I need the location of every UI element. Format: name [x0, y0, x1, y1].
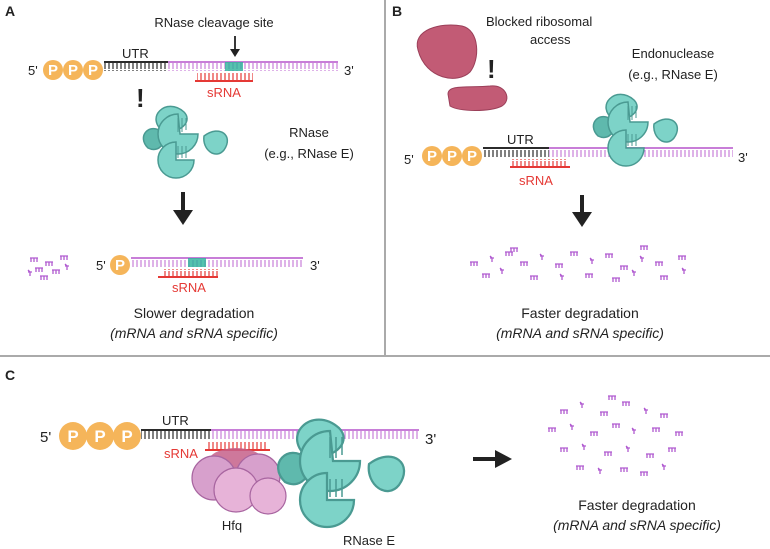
utr-label: UTR	[122, 46, 149, 61]
phosphate-p: P	[427, 148, 437, 165]
alert-icon: !	[136, 83, 145, 113]
triphosphate-cap: P P P	[43, 60, 103, 80]
rnase-label: RNase	[289, 125, 329, 140]
down-arrow-icon	[572, 195, 592, 227]
mrna-strand	[131, 257, 303, 267]
three-prime-label: 3'	[738, 150, 748, 165]
panel-a: A RNase cleavage site 5' P P P UTR 3'	[5, 3, 354, 341]
panel-b: B Blocked ribosomal access ! Endonucleas…	[392, 3, 748, 341]
mrna-fragments	[27, 255, 70, 281]
srna-strand	[195, 73, 253, 82]
hfq-label: Hfq	[222, 518, 242, 533]
phosphate-p: P	[94, 427, 105, 446]
panel-b-letter: B	[392, 3, 402, 19]
phosphate-p: P	[115, 257, 125, 274]
phosphate-p: P	[48, 62, 58, 79]
cleavage-site-label: RNase cleavage site	[154, 15, 273, 30]
mrna-strand	[141, 429, 419, 440]
five-prime-label: 5'	[404, 152, 414, 167]
blocked-label: Blocked ribosomal	[486, 14, 592, 29]
phosphate-p: P	[447, 148, 457, 165]
srna-label: sRNA	[172, 280, 206, 295]
three-prime-label: 3'	[310, 258, 320, 273]
hfq-icon	[191, 448, 287, 515]
phosphate-p: P	[67, 427, 78, 446]
right-arrow-icon	[473, 450, 512, 468]
ribosome-icon	[416, 24, 508, 111]
five-prime-label: 5'	[40, 429, 51, 446]
outcome-specificity: (mRNA and sRNA specific)	[110, 325, 278, 341]
alert-icon: !	[487, 54, 496, 84]
rnase-e-label: RNase E	[343, 533, 395, 548]
three-prime-label: 3'	[344, 63, 354, 78]
outcome-specificity: (mRNA and sRNA specific)	[553, 517, 721, 533]
monophosphate	[110, 255, 130, 275]
srna-label: sRNA	[207, 85, 241, 100]
endonuclease-example-label: (e.g., RNase E)	[628, 67, 718, 82]
triphosphate-cap: P P P	[59, 422, 141, 450]
down-arrow-icon	[230, 36, 240, 57]
cleavage-site-mark	[225, 62, 243, 71]
utr-label: UTR	[162, 413, 189, 428]
phosphate-p: P	[467, 148, 477, 165]
blocked-label-line2: access	[530, 32, 571, 47]
outcome-label: Faster degradation	[578, 497, 696, 513]
phosphate-p: P	[88, 62, 98, 79]
mrna-fragments	[547, 395, 684, 477]
down-arrow-icon	[173, 192, 193, 225]
outcome-label: Slower degradation	[134, 305, 255, 321]
panel-c-letter: C	[5, 367, 15, 383]
endonuclease-label: Endonuclease	[632, 46, 714, 61]
five-prime-label: 5'	[28, 63, 38, 78]
mrna-strand	[104, 61, 338, 71]
mrna-fragments	[469, 245, 687, 283]
phosphate-p: P	[68, 62, 78, 79]
srna-label: sRNA	[164, 446, 198, 461]
triphosphate-cap: P P P	[422, 146, 482, 166]
rnase-example-label: (e.g., RNase E)	[264, 146, 354, 161]
utr-label: UTR	[507, 132, 534, 147]
rnase-e-icon	[142, 105, 229, 179]
outcome-specificity: (mRNA and sRNA specific)	[496, 325, 664, 341]
phosphate-p: P	[121, 427, 132, 446]
panel-c: C 5' P P P UTR 3' sRNA	[5, 367, 721, 548]
five-prime-label: 5'	[96, 258, 106, 273]
srna-strand	[510, 159, 570, 168]
srna-strand	[158, 269, 218, 278]
outcome-label: Faster degradation	[521, 305, 639, 321]
panel-a-letter: A	[5, 3, 15, 19]
srna-label: sRNA	[519, 173, 553, 188]
three-prime-label: 3'	[425, 431, 436, 448]
